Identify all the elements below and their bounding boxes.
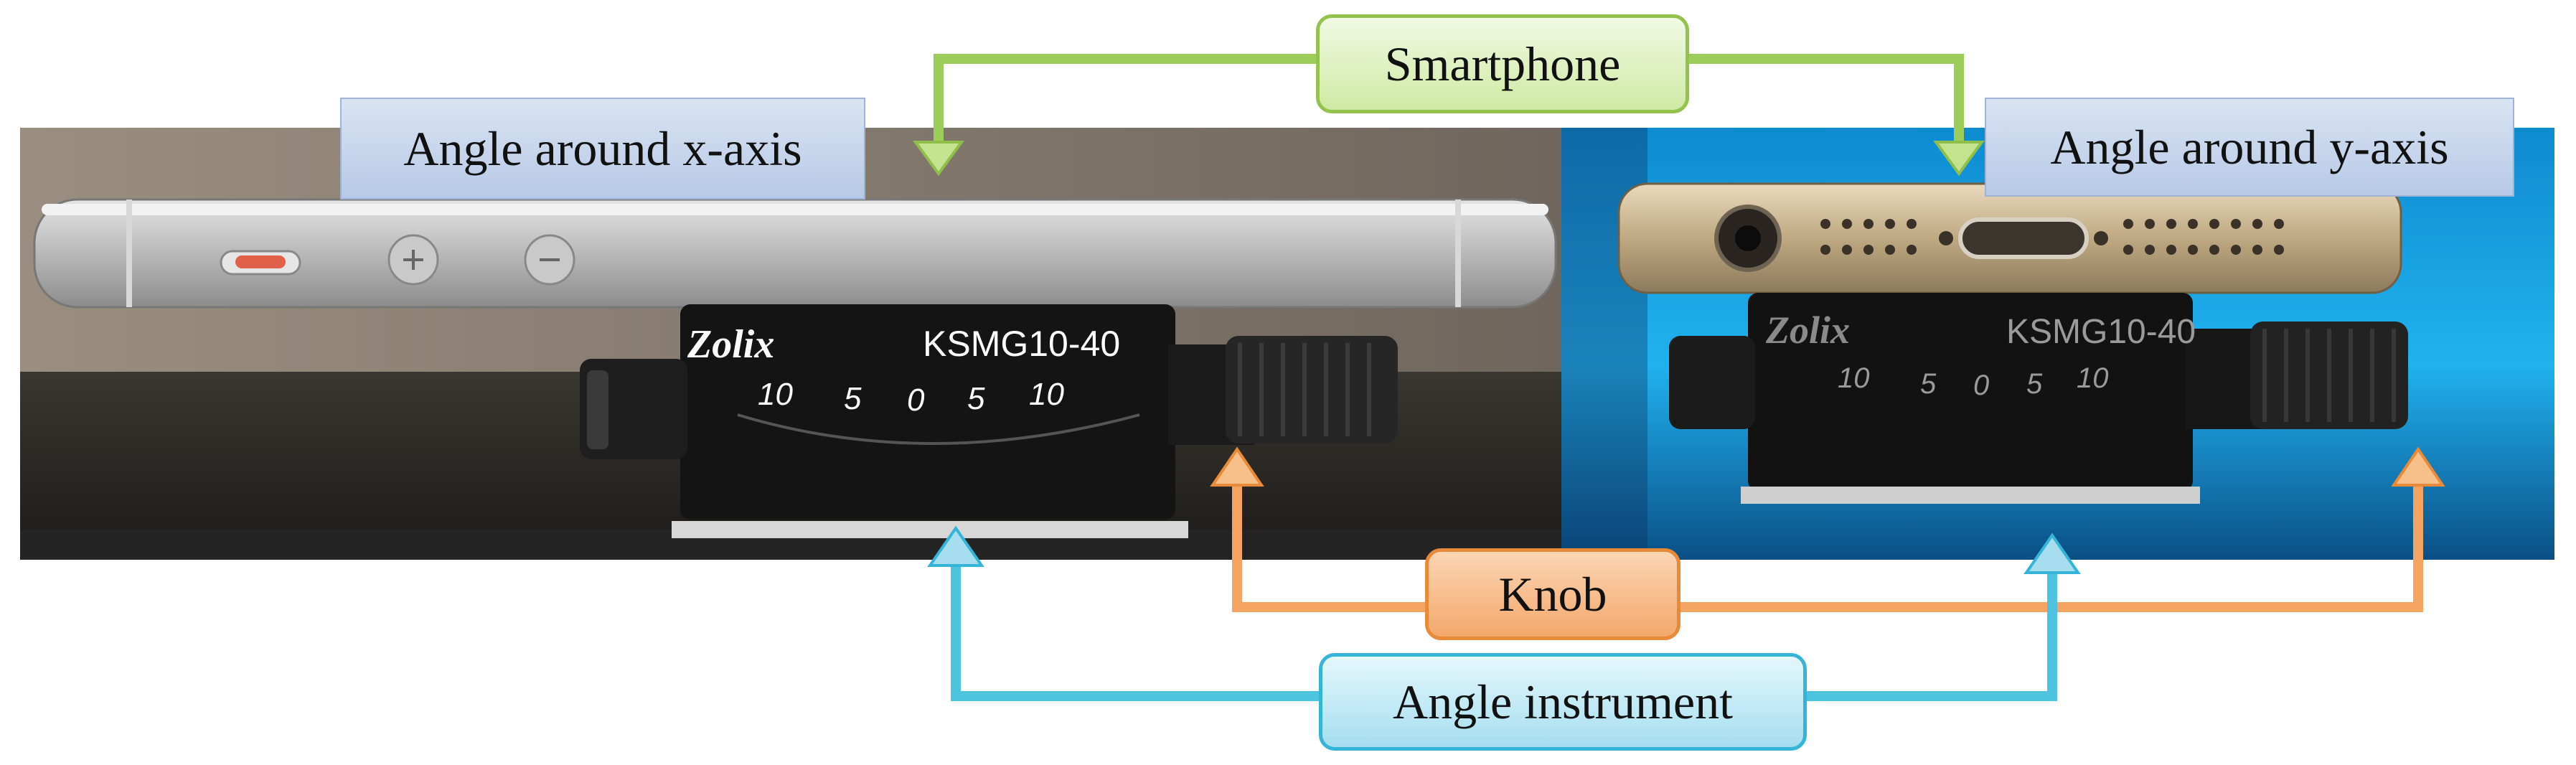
- svg-text:5: 5: [1920, 368, 1937, 400]
- instrument-brand: Zolix: [687, 322, 774, 367]
- angle-instrument-callout: Angle instrument: [1319, 653, 1807, 751]
- svg-text:10: 10: [758, 377, 793, 412]
- svg-text:5: 5: [967, 381, 985, 416]
- svg-text:5: 5: [844, 381, 862, 416]
- angle-y-label-text: Angle around y-axis: [2050, 119, 2449, 174]
- svg-text:5: 5: [2026, 368, 2043, 400]
- angle-instrument-callout-text: Angle instrument: [1392, 674, 1734, 729]
- knob-callout-text: Knob: [1498, 566, 1607, 621]
- smartphone-callout: Smartphone: [1316, 14, 1689, 113]
- svg-text:0: 0: [907, 382, 925, 418]
- angle-x-label-text: Angle around x-axis: [403, 121, 802, 176]
- svg-text:Zolix: Zolix: [1765, 309, 1850, 352]
- angle-x-label: Angle around x-axis: [340, 98, 865, 200]
- svg-text:0: 0: [1973, 370, 1989, 401]
- knob-callout: Knob: [1425, 548, 1680, 640]
- smartphone-callout-text: Smartphone: [1384, 36, 1621, 91]
- angle-y-label: Angle around y-axis: [1985, 98, 2514, 197]
- instrument-model: KSMG10-40: [923, 324, 1120, 364]
- svg-text:10: 10: [1029, 377, 1064, 412]
- svg-text:KSMG10-40: KSMG10-40: [2006, 313, 2196, 351]
- svg-text:10: 10: [1838, 362, 1870, 394]
- svg-text:10: 10: [2077, 362, 2109, 394]
